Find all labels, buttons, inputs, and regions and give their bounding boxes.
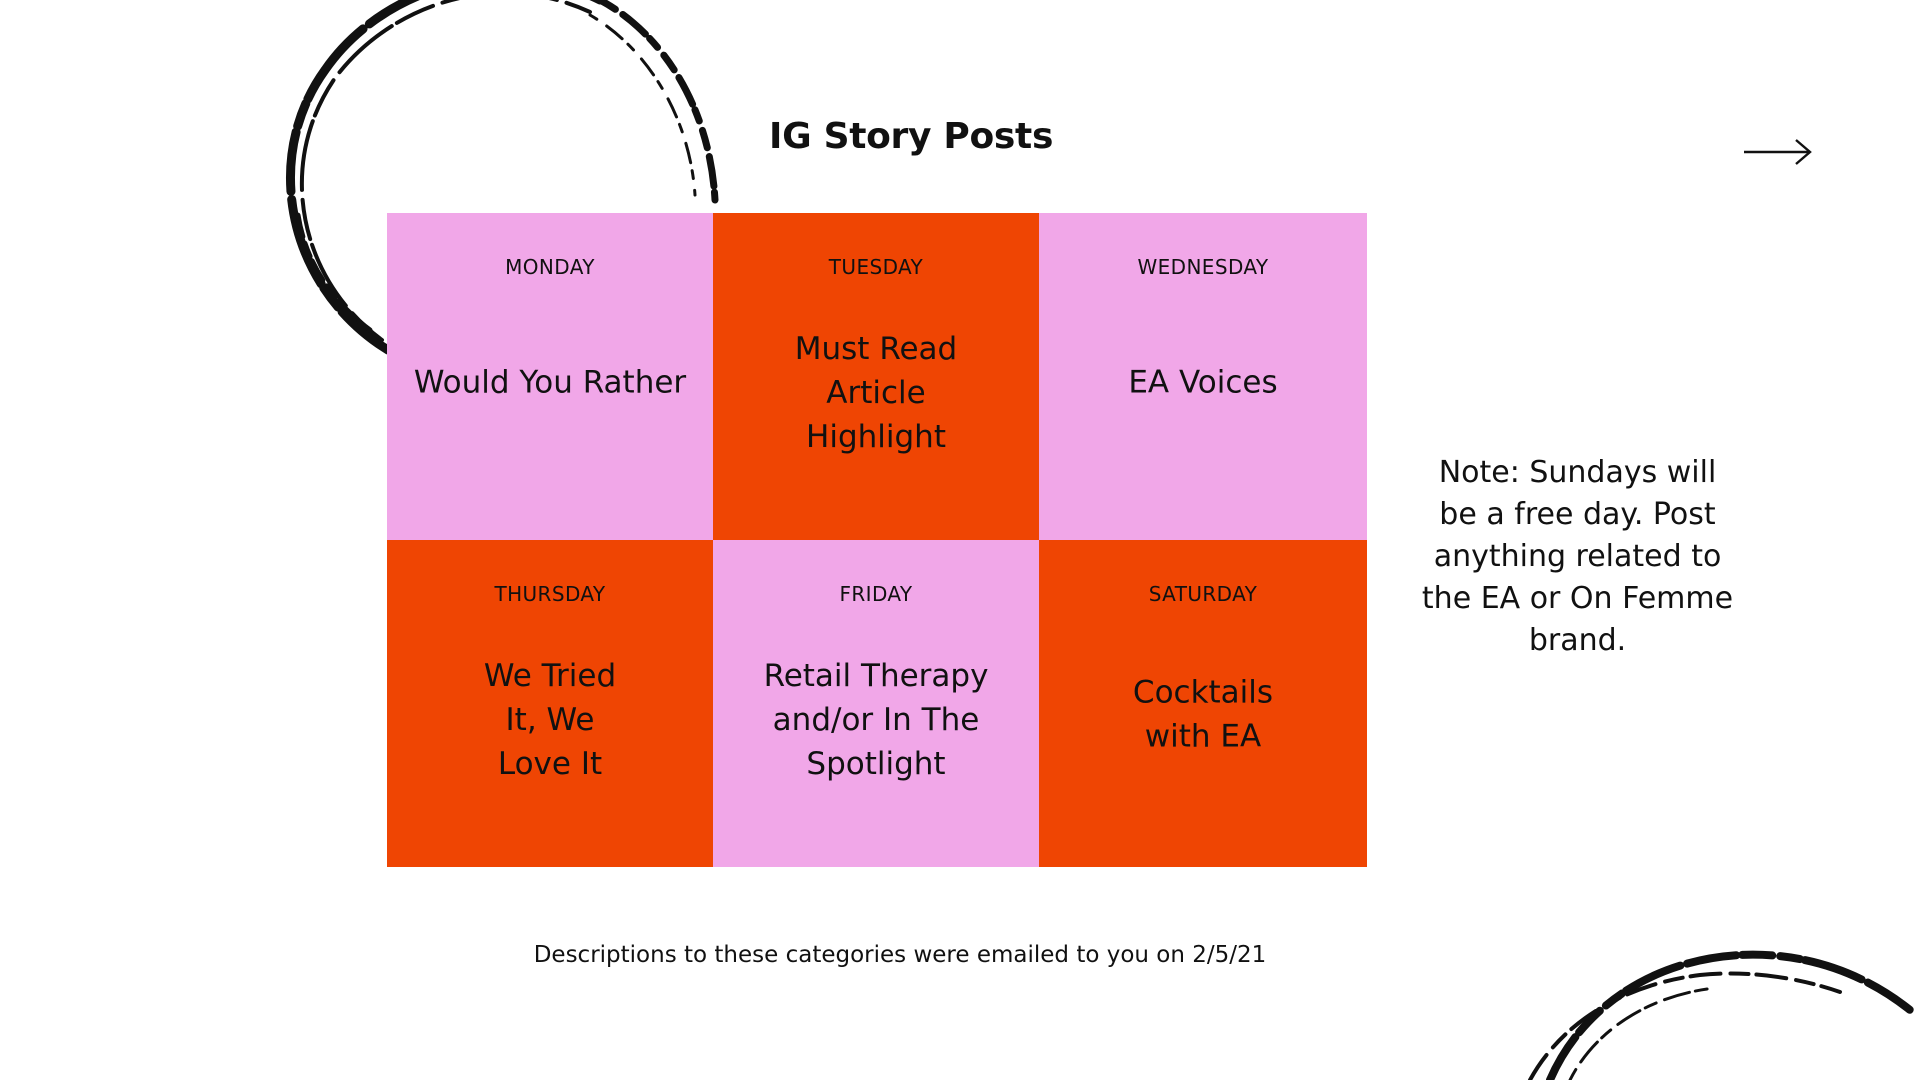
footnote: Descriptions to these categories were em… [533, 942, 1267, 968]
day-label: THURSDAY [494, 582, 606, 606]
category-label: Cocktails with EA [1132, 674, 1274, 755]
category-label: Would You Rather [413, 363, 687, 400]
category-label: Retail Therapy and/or In The Spotlight [763, 657, 989, 782]
day-label: MONDAY [505, 255, 595, 279]
schedule-cell-monday: MONDAY Would You Rather [387, 213, 713, 540]
category-label: We Tried It, We Love It [483, 657, 617, 782]
category-label: EA Voices [1128, 363, 1278, 400]
schedule-cell-thursday: THURSDAY We Tried It, We Love It [387, 540, 713, 867]
day-label: TUESDAY [828, 255, 924, 279]
schedule-cell-friday: FRIDAY Retail Therapy and/or In The Spot… [713, 540, 1039, 867]
weekly-schedule-grid: MONDAY Would You Rather TUESDAY Must Rea… [387, 213, 1367, 867]
schedule-cell-wednesday: WEDNESDAY EA Voices [1039, 213, 1367, 540]
arrow-right-icon[interactable] [1742, 136, 1814, 168]
sunday-note: Note: Sundays will be a free day. Post a… [1421, 455, 1734, 658]
brush-circle-bottom-decoration [1528, 950, 1914, 1080]
schedule-cell-saturday: SATURDAY Cocktails with EA [1039, 540, 1367, 867]
day-label: SATURDAY [1148, 582, 1258, 606]
category-label: Must Read Article Highlight [794, 330, 958, 455]
page-title: IG Story Posts [769, 116, 1054, 157]
day-label: WEDNESDAY [1137, 255, 1269, 279]
schedule-cell-tuesday: TUESDAY Must Read Article Highlight [713, 213, 1039, 540]
day-label: FRIDAY [839, 582, 913, 606]
